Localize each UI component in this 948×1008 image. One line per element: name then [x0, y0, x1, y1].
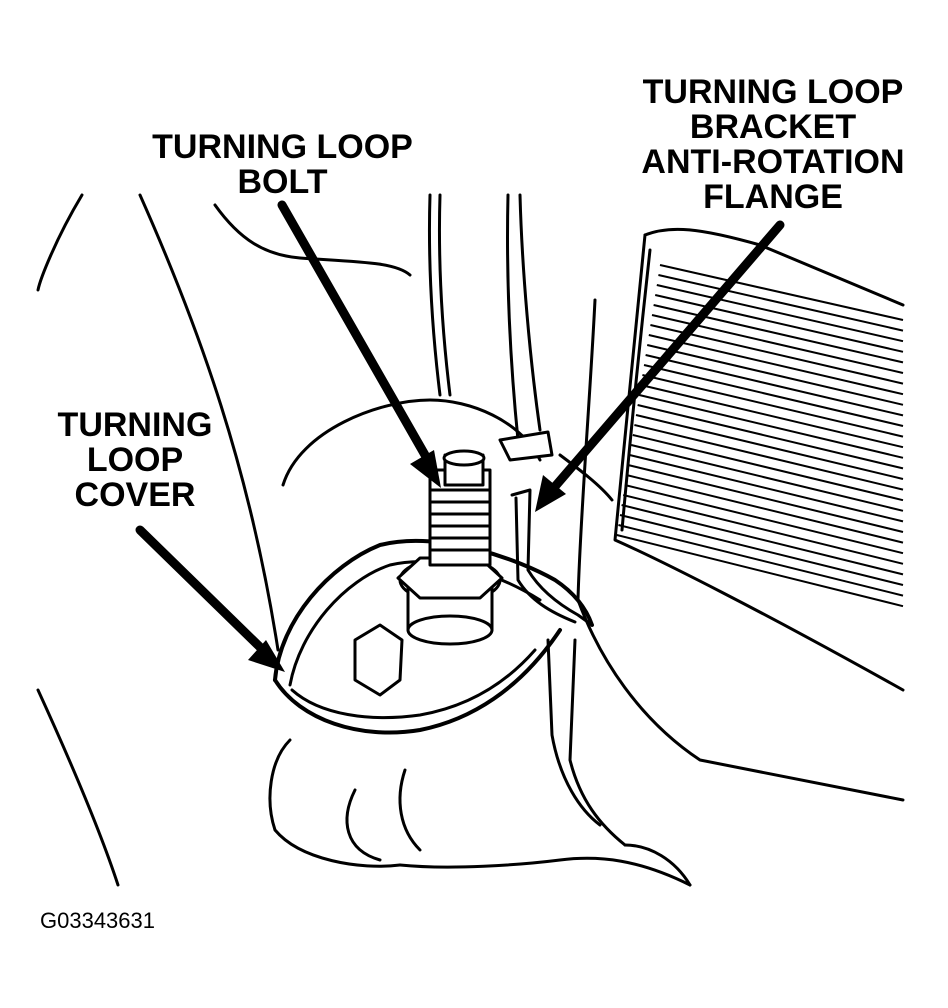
cover-tail-2 — [568, 638, 627, 847]
flange-arrowhead — [535, 475, 566, 512]
callout-line: ANTI-ROTATION — [641, 143, 905, 181]
trim-curve — [213, 203, 412, 277]
vent-line — [634, 424, 904, 491]
vent-line — [630, 444, 904, 512]
pillar-left-edge-2 — [438, 193, 452, 397]
vent-line — [648, 334, 904, 396]
vent-line — [632, 434, 904, 502]
finger-2 — [398, 768, 422, 852]
callout-line: TURNING — [57, 406, 213, 444]
bolt-head-top — [442, 449, 486, 467]
cover-lower-lip-2 — [290, 648, 537, 720]
vent-line — [656, 284, 904, 343]
vent-lines: (function(){ var g = document.currentScr… — [616, 264, 904, 608]
callout-line: BRACKET — [689, 108, 857, 146]
cover-leader-arrow — [135, 525, 270, 657]
callout-line: TURNING LOOP — [152, 128, 413, 166]
vent-line — [659, 264, 904, 321]
vent-line — [643, 364, 904, 427]
vent-line — [619, 514, 904, 586]
vent-line — [622, 494, 904, 565]
seat-outline-left — [36, 193, 84, 292]
palm-edge — [623, 843, 692, 887]
bolt-hex-nut — [396, 556, 504, 600]
flange-arm-inner — [514, 496, 577, 624]
vent-line — [640, 384, 904, 449]
cover-lower-lip — [273, 628, 562, 735]
callout-line: FLANGE — [703, 178, 843, 216]
vent-line — [626, 474, 904, 544]
cover-arrowhead — [248, 640, 285, 672]
vent-line — [629, 454, 904, 523]
vent-line — [642, 374, 904, 438]
vent-line — [650, 324, 904, 385]
bolt-arrowhead — [410, 450, 441, 488]
pillar-left-edge — [428, 193, 442, 397]
pillar-right-edge — [518, 193, 542, 432]
bracket-tab — [353, 623, 404, 697]
pillar-mid-edge — [505, 193, 520, 442]
vent-line — [638, 394, 904, 459]
callout-line: COVER — [74, 476, 196, 514]
callout-anti-rotation-flange: TURNING LOOP BRACKET ANTI-ROTATION FLANG… — [628, 75, 918, 215]
cover-body-outline — [281, 398, 542, 487]
callout-turning-loop-cover: TURNING LOOP COVER — [45, 408, 225, 513]
vent-line — [627, 464, 904, 533]
finger-1 — [345, 788, 382, 862]
vent-line — [658, 274, 904, 332]
figure-code: G03343631 — [40, 908, 155, 933]
window-panel-left — [613, 233, 905, 692]
callout-line: BOLT — [237, 163, 328, 201]
vent-line — [621, 504, 904, 576]
vent-line — [637, 404, 904, 470]
callout-line: TURNING LOOP — [642, 73, 904, 111]
callout-line: LOOP — [86, 441, 184, 479]
seat-outline-lower — [36, 688, 120, 887]
flange-arm — [510, 488, 594, 627]
flange-leader-arrow — [547, 220, 785, 495]
vent-line — [646, 344, 904, 406]
cover-tail — [546, 638, 602, 827]
vent-line — [618, 524, 904, 597]
vent-line — [645, 354, 904, 417]
hand-lower — [398, 856, 692, 887]
flange-top — [498, 430, 554, 462]
vent-line — [654, 294, 904, 353]
garnish-edge — [558, 453, 614, 502]
bolt-collar-bottom — [406, 614, 494, 646]
bolt-leader-arrow — [277, 200, 430, 460]
garnish-edge-2 — [576, 298, 905, 802]
vent-line — [624, 484, 904, 555]
window-panel-frame — [643, 227, 905, 307]
vent-line — [616, 534, 904, 608]
callout-turning-loop-bolt: TURNING LOOP BOLT — [140, 130, 425, 200]
thumb — [268, 738, 402, 868]
vent-line — [635, 414, 904, 480]
seat-outline-left-2 — [138, 193, 280, 652]
vent-line — [653, 304, 904, 364]
